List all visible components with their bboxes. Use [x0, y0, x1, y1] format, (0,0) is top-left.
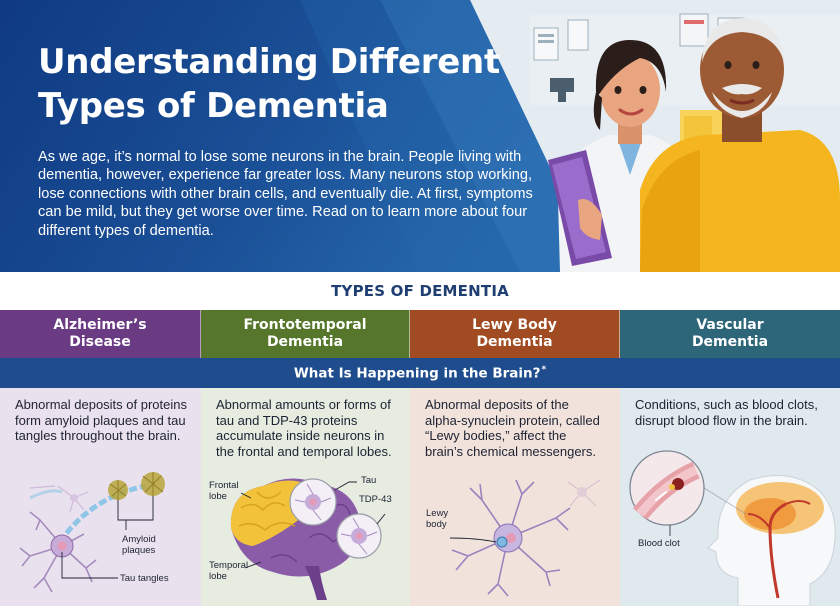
- lewy-body-neuron-illustration: [449, 479, 601, 597]
- label-tau: Tau: [361, 475, 377, 486]
- panel-lewy-body: Abnormal deposits of the alpha-synuclein…: [410, 388, 620, 606]
- label-blood-clot: Blood clot: [638, 538, 680, 549]
- panel-alzheimers: Abnormal deposits of proteins form amylo…: [0, 388, 201, 606]
- neuron-plaques-illustration: [19, 472, 165, 593]
- brain-subheader: What Is Happening in the Brain?*: [0, 358, 840, 388]
- doctor-and-patient-illustration: [530, 13, 840, 272]
- brain-lobes-illustration: [230, 478, 386, 600]
- panel-frontotemporal-text: Abnormal amounts or forms of tau and TDP…: [216, 397, 392, 459]
- label-tdp-43: TDP-43: [359, 494, 392, 505]
- types-heading-text: TYPES OF DEMENTIA: [331, 282, 509, 300]
- brain-subheader-label: What Is Happening in the Brain?: [293, 365, 541, 382]
- page-title-line-2: Types of Dementia: [38, 86, 389, 126]
- brain-panels: Abnormal deposits of proteins form amylo…: [0, 388, 840, 606]
- hero-banner: Understanding Different Types of Dementi…: [0, 0, 840, 272]
- label-frontal-lobe: Frontal lobe: [209, 480, 239, 502]
- panel-frontotemporal: Abnormal amounts or forms of tau and TDP…: [201, 388, 410, 606]
- footnote-mark: *: [541, 364, 547, 375]
- label-lewy-body: Lewy body: [426, 508, 449, 530]
- page-title: Understanding Different Types of Dementi…: [38, 40, 538, 128]
- header-vascular: Vascular Dementia: [620, 310, 840, 358]
- page-title-line-1: Understanding Different: [38, 42, 500, 82]
- head-blood-clot-illustration: [629, 450, 836, 606]
- panel-vascular: Conditions, such as blood clots, disrupt…: [620, 388, 840, 606]
- brain-subheader-text: What Is Happening in the Brain?*: [294, 365, 546, 382]
- header-lewy-body: Lewy Body Dementia: [410, 310, 620, 358]
- label-temporal-lobe: Temporal lobe: [209, 560, 249, 582]
- panel-vascular-text: Conditions, such as blood clots, disrupt…: [635, 397, 818, 428]
- dementia-type-headers: Alzheimer’s Disease Frontotemporal Demen…: [0, 310, 840, 358]
- intro-paragraph: As we age, it’s normal to lose some neur…: [38, 149, 533, 239]
- label-amyloid-plaques: Amyloid plaques: [122, 534, 156, 556]
- panel-alzheimers-text: Abnormal deposits of proteins form amylo…: [15, 397, 187, 444]
- label-tau-tangles: Tau tangles: [120, 573, 169, 584]
- panel-lewy-body-text: Abnormal deposits of the alpha-synuclein…: [425, 397, 600, 459]
- header-frontotemporal: Frontotemporal Dementia: [201, 310, 410, 358]
- types-heading: TYPES OF DEMENTIA: [0, 272, 840, 310]
- header-alzheimers: Alzheimer’s Disease: [0, 310, 201, 358]
